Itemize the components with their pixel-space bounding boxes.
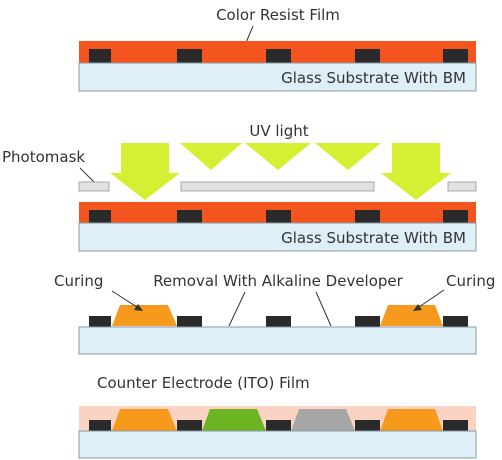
photomask-label: Photomask — [2, 148, 85, 166]
black-matrix-block — [177, 420, 202, 431]
step-2-exposure: UV light Photomask Glass Substrate With … — [2, 122, 477, 252]
black-matrix-block — [355, 210, 380, 223]
glass-substrate-2-label: Glass Substrate With BM — [281, 229, 466, 247]
step-4-ito: Counter Electrode (ITO) Film — [78, 374, 477, 459]
uv-arrow-small — [315, 143, 381, 170]
curing-left-label: Curing — [54, 272, 103, 290]
glass-substrate-1-label: Glass Substrate With BM — [281, 69, 466, 87]
glass-substrate-1 — [78, 62, 477, 92]
red-filter — [112, 409, 177, 431]
black-matrix-block — [443, 316, 468, 327]
photomask-segment — [447, 181, 477, 192]
uv-light-label: UV light — [249, 122, 308, 140]
removal-leader-line-left — [228, 291, 246, 327]
green-filter — [202, 409, 266, 431]
step-1-coating: Color Resist Film Glass Substrate With B… — [78, 6, 477, 92]
black-matrix-block — [177, 210, 202, 223]
removal-leader-line-right — [315, 291, 332, 327]
uv-arrow-large-right — [381, 143, 451, 200]
uv-arrow-small — [245, 143, 311, 170]
black-matrix-block — [443, 420, 468, 431]
curing-right-leader-line — [415, 289, 445, 310]
black-matrix-block — [177, 49, 202, 63]
black-matrix-block — [355, 420, 380, 431]
curing-right-arrowhead — [413, 304, 422, 311]
removal-label: Removal With Alkaline Developer — [153, 272, 403, 290]
black-matrix-block — [89, 49, 111, 63]
step-3-development: Curing Removal With Alkaline Developer C… — [54, 272, 495, 355]
black-matrix-block — [443, 49, 468, 63]
uv-arrows — [110, 143, 451, 200]
black-matrix-block — [266, 210, 291, 223]
black-matrix-block — [266, 49, 291, 63]
cured-resist-right — [380, 305, 443, 326]
curing-right-label: Curing — [446, 272, 495, 290]
black-matrix-block — [177, 316, 202, 327]
uv-arrow-small — [180, 143, 242, 170]
black-matrix-row-4 — [89, 420, 468, 431]
color-resist-film-label: Color Resist Film — [216, 6, 340, 24]
photomask-segment — [180, 181, 375, 192]
black-matrix-block — [266, 316, 291, 327]
ito-film-label: Counter Electrode (ITO) Film — [97, 374, 310, 392]
black-matrix-block — [89, 210, 111, 223]
gray-filter — [291, 409, 355, 431]
black-matrix-block — [443, 210, 468, 223]
black-matrix-block — [266, 420, 291, 431]
black-matrix-row-3 — [89, 316, 468, 327]
black-matrix-block — [355, 316, 380, 327]
black-matrix-block — [355, 49, 380, 63]
photomask — [78, 181, 477, 192]
glass-substrate-4 — [78, 430, 477, 459]
curing-left-leader-line — [111, 290, 141, 310]
glass-substrate-2 — [78, 222, 477, 252]
black-matrix-row-2 — [89, 210, 468, 223]
black-matrix-row-1 — [89, 49, 468, 63]
uv-arrow-large-left — [110, 143, 180, 200]
black-matrix-block — [89, 316, 111, 327]
cured-resist-left — [112, 305, 177, 326]
curing-left-arrowhead — [134, 304, 143, 311]
black-matrix-block — [89, 420, 111, 431]
photomask-segment — [78, 181, 110, 192]
photomask-leader-line — [79, 167, 97, 185]
glass-substrate-3 — [78, 326, 477, 355]
orange-filter — [380, 409, 443, 431]
